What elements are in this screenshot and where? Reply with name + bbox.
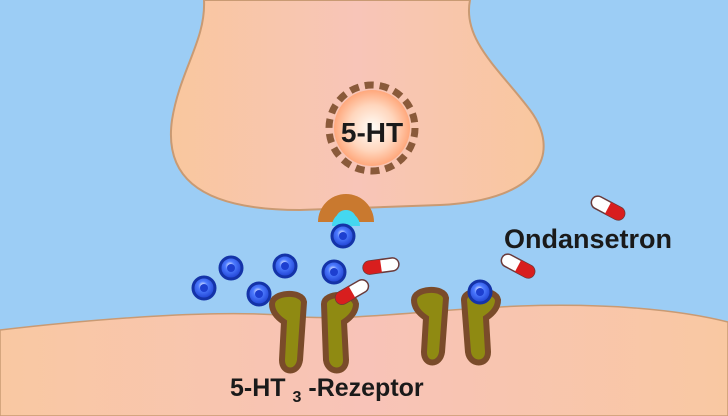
receptor-channel-icon xyxy=(268,291,360,374)
vesicle: 5-HT xyxy=(325,81,419,175)
vesicle-label: 5-HT xyxy=(341,117,403,148)
serotonin-molecule-icon xyxy=(330,223,356,249)
postsynaptic-membrane xyxy=(0,304,728,416)
serotonin-molecule-icon xyxy=(191,275,217,301)
ondansetron-capsule-icon xyxy=(362,257,400,275)
serotonin-molecule-icon xyxy=(321,259,347,285)
serotonin-molecule-icon xyxy=(218,255,244,281)
receptor-label: 5-HT 3 -Rezeptor xyxy=(230,374,424,408)
receptor-label-suffix: -Rezeptor xyxy=(308,374,424,402)
ondansetron-capsule-icon xyxy=(590,195,626,221)
serotonin-molecule-icon xyxy=(246,281,272,307)
receptor-label-sub: 3 xyxy=(293,389,302,406)
serotonin-molecule-icon xyxy=(467,279,493,305)
receptor-label-main: 5-HT xyxy=(230,374,286,402)
ondansetron-label: Ondansetron xyxy=(504,224,672,254)
serotonin-molecules xyxy=(191,223,493,307)
ondansetron-capsules xyxy=(334,195,626,305)
serotonin-molecule-icon xyxy=(272,253,298,279)
ondansetron-capsule-icon xyxy=(334,279,370,305)
release-pore xyxy=(318,194,374,228)
ondansetron-capsule-icon xyxy=(500,253,536,279)
